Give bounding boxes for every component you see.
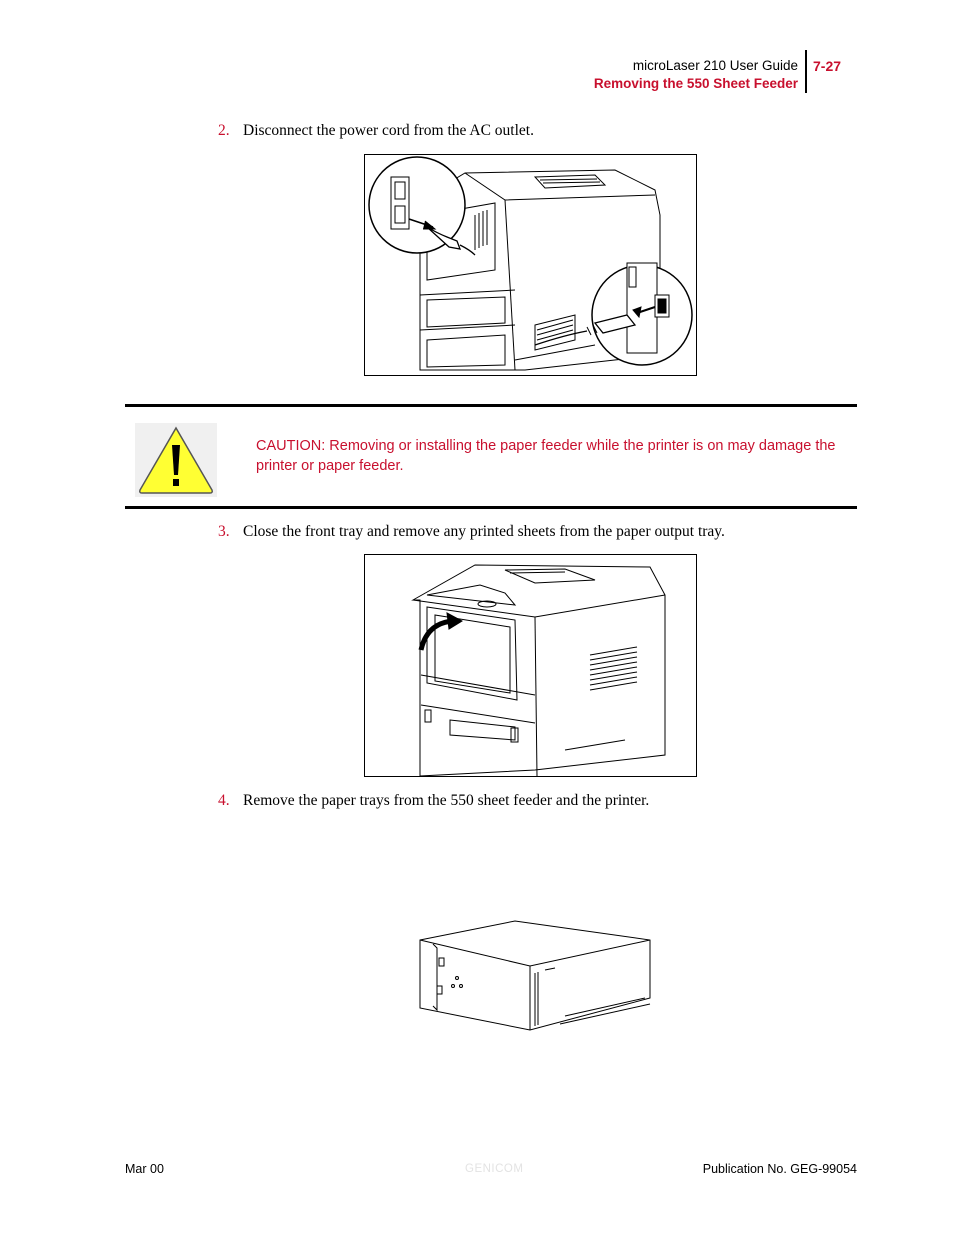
warning-triangle-icon bbox=[135, 423, 217, 497]
step-number: 2. bbox=[218, 122, 230, 139]
section-title: Removing the 550 Sheet Feeder bbox=[593, 76, 798, 91]
figure-power-cord bbox=[364, 154, 697, 376]
step-4: 4. Remove the paper trays from the 550 sh… bbox=[218, 792, 649, 810]
caution-bottom-rule bbox=[125, 506, 857, 509]
step-text: Remove the paper trays from the 550 shee… bbox=[243, 792, 650, 809]
footer-brand-watermark: GENICOM bbox=[465, 1163, 524, 1175]
header-divider bbox=[805, 50, 807, 93]
step-3: 3. Close the front tray and remove any pr… bbox=[218, 523, 725, 541]
guide-title: microLaser 210 User Guide bbox=[632, 58, 798, 73]
step-text: Disconnect the power cord from the AC ou… bbox=[243, 122, 534, 139]
printer-power-illustration bbox=[368, 156, 693, 371]
figure-front-tray bbox=[364, 554, 697, 777]
step-text: Close the front tray and remove any prin… bbox=[243, 523, 725, 540]
printer-front-illustration bbox=[411, 564, 666, 776]
footer-publication: Publication No. GEG-99054 bbox=[702, 1162, 857, 1176]
step-2: 2. Disconnect the power cord from the AC … bbox=[218, 122, 534, 140]
page-number: 7-27 bbox=[813, 58, 842, 74]
caution-text: CAUTION: Removing or installing the pape… bbox=[256, 438, 836, 474]
footer-date: Mar 00 bbox=[125, 1162, 164, 1176]
step-number: 4. bbox=[218, 792, 230, 809]
caution-top-rule bbox=[125, 404, 857, 407]
figure-sheet-feeder bbox=[415, 918, 655, 1038]
sheet-feeder-illustration bbox=[419, 920, 651, 1031]
step-number: 3. bbox=[218, 523, 230, 540]
